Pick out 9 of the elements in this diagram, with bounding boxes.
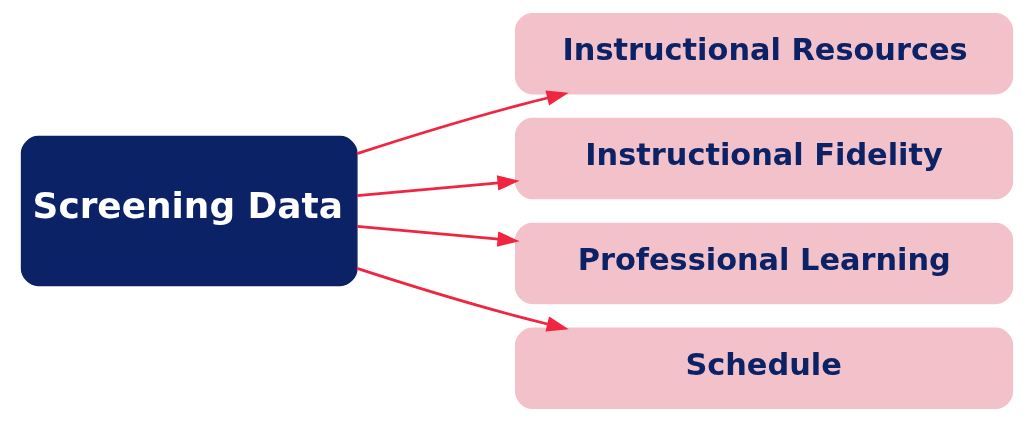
- arrow: [356, 90, 569, 155]
- arrow: [357, 224, 520, 247]
- node-box: Professional Learning: [514, 222, 1014, 305]
- node-box: Instructional Fidelity: [514, 117, 1014, 200]
- node-box: Instructional Resources: [514, 12, 1014, 95]
- arrow: [356, 267, 569, 332]
- arrow: [357, 175, 520, 198]
- node-box: Screening Data: [20, 135, 358, 287]
- node-box: Schedule: [514, 327, 1014, 410]
